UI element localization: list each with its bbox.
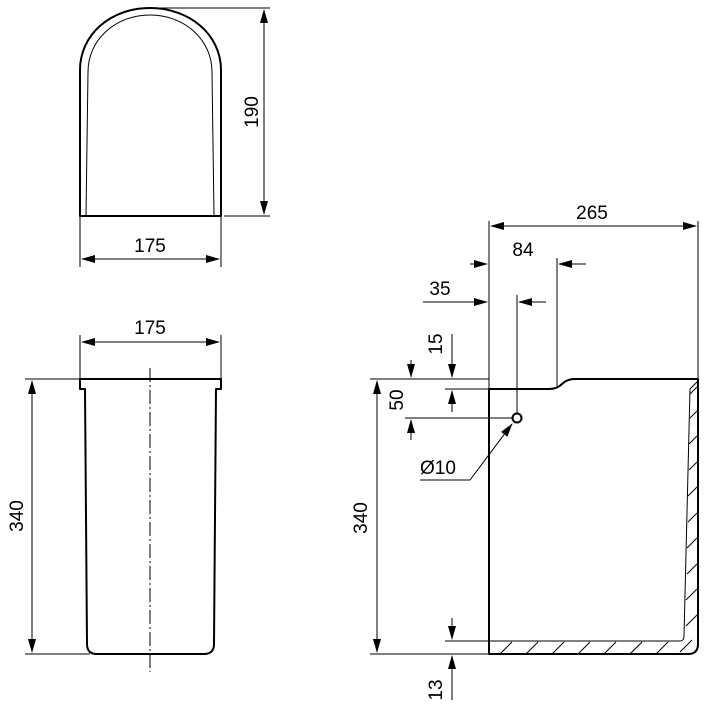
top-width-label: 175 [134,236,166,257]
hole-diameter-label: Ø10 [420,458,456,479]
base-thickness-label: 13 [426,679,447,700]
top-view-outline [79,7,222,217]
notch-depth-label: 15 [426,333,447,354]
side-depth-label: 265 [576,203,608,224]
hole-offset-label: 35 [429,279,450,300]
section-hatching [499,386,698,655]
front-view: 175 340 [7,318,222,672]
front-height-label: 340 [7,500,28,532]
side-view: 265 84 35 15 50 Ø10 340 1 [351,203,699,701]
side-view-outer-outline [488,378,699,655]
inlet-hole-circle [511,412,523,424]
front-view-outline [79,378,222,655]
top-depth-label: 190 [242,96,263,128]
top-view: 190 175 [79,7,270,267]
hole-height-label: 50 [387,389,408,410]
top-view-inner-rim [85,14,215,217]
side-height-label: 340 [351,502,372,534]
front-width-label: 175 [134,318,166,339]
inlet-offset-label: 84 [512,240,534,261]
side-view-inner-wall [489,380,699,642]
hole-diameter-leader [420,423,513,481]
